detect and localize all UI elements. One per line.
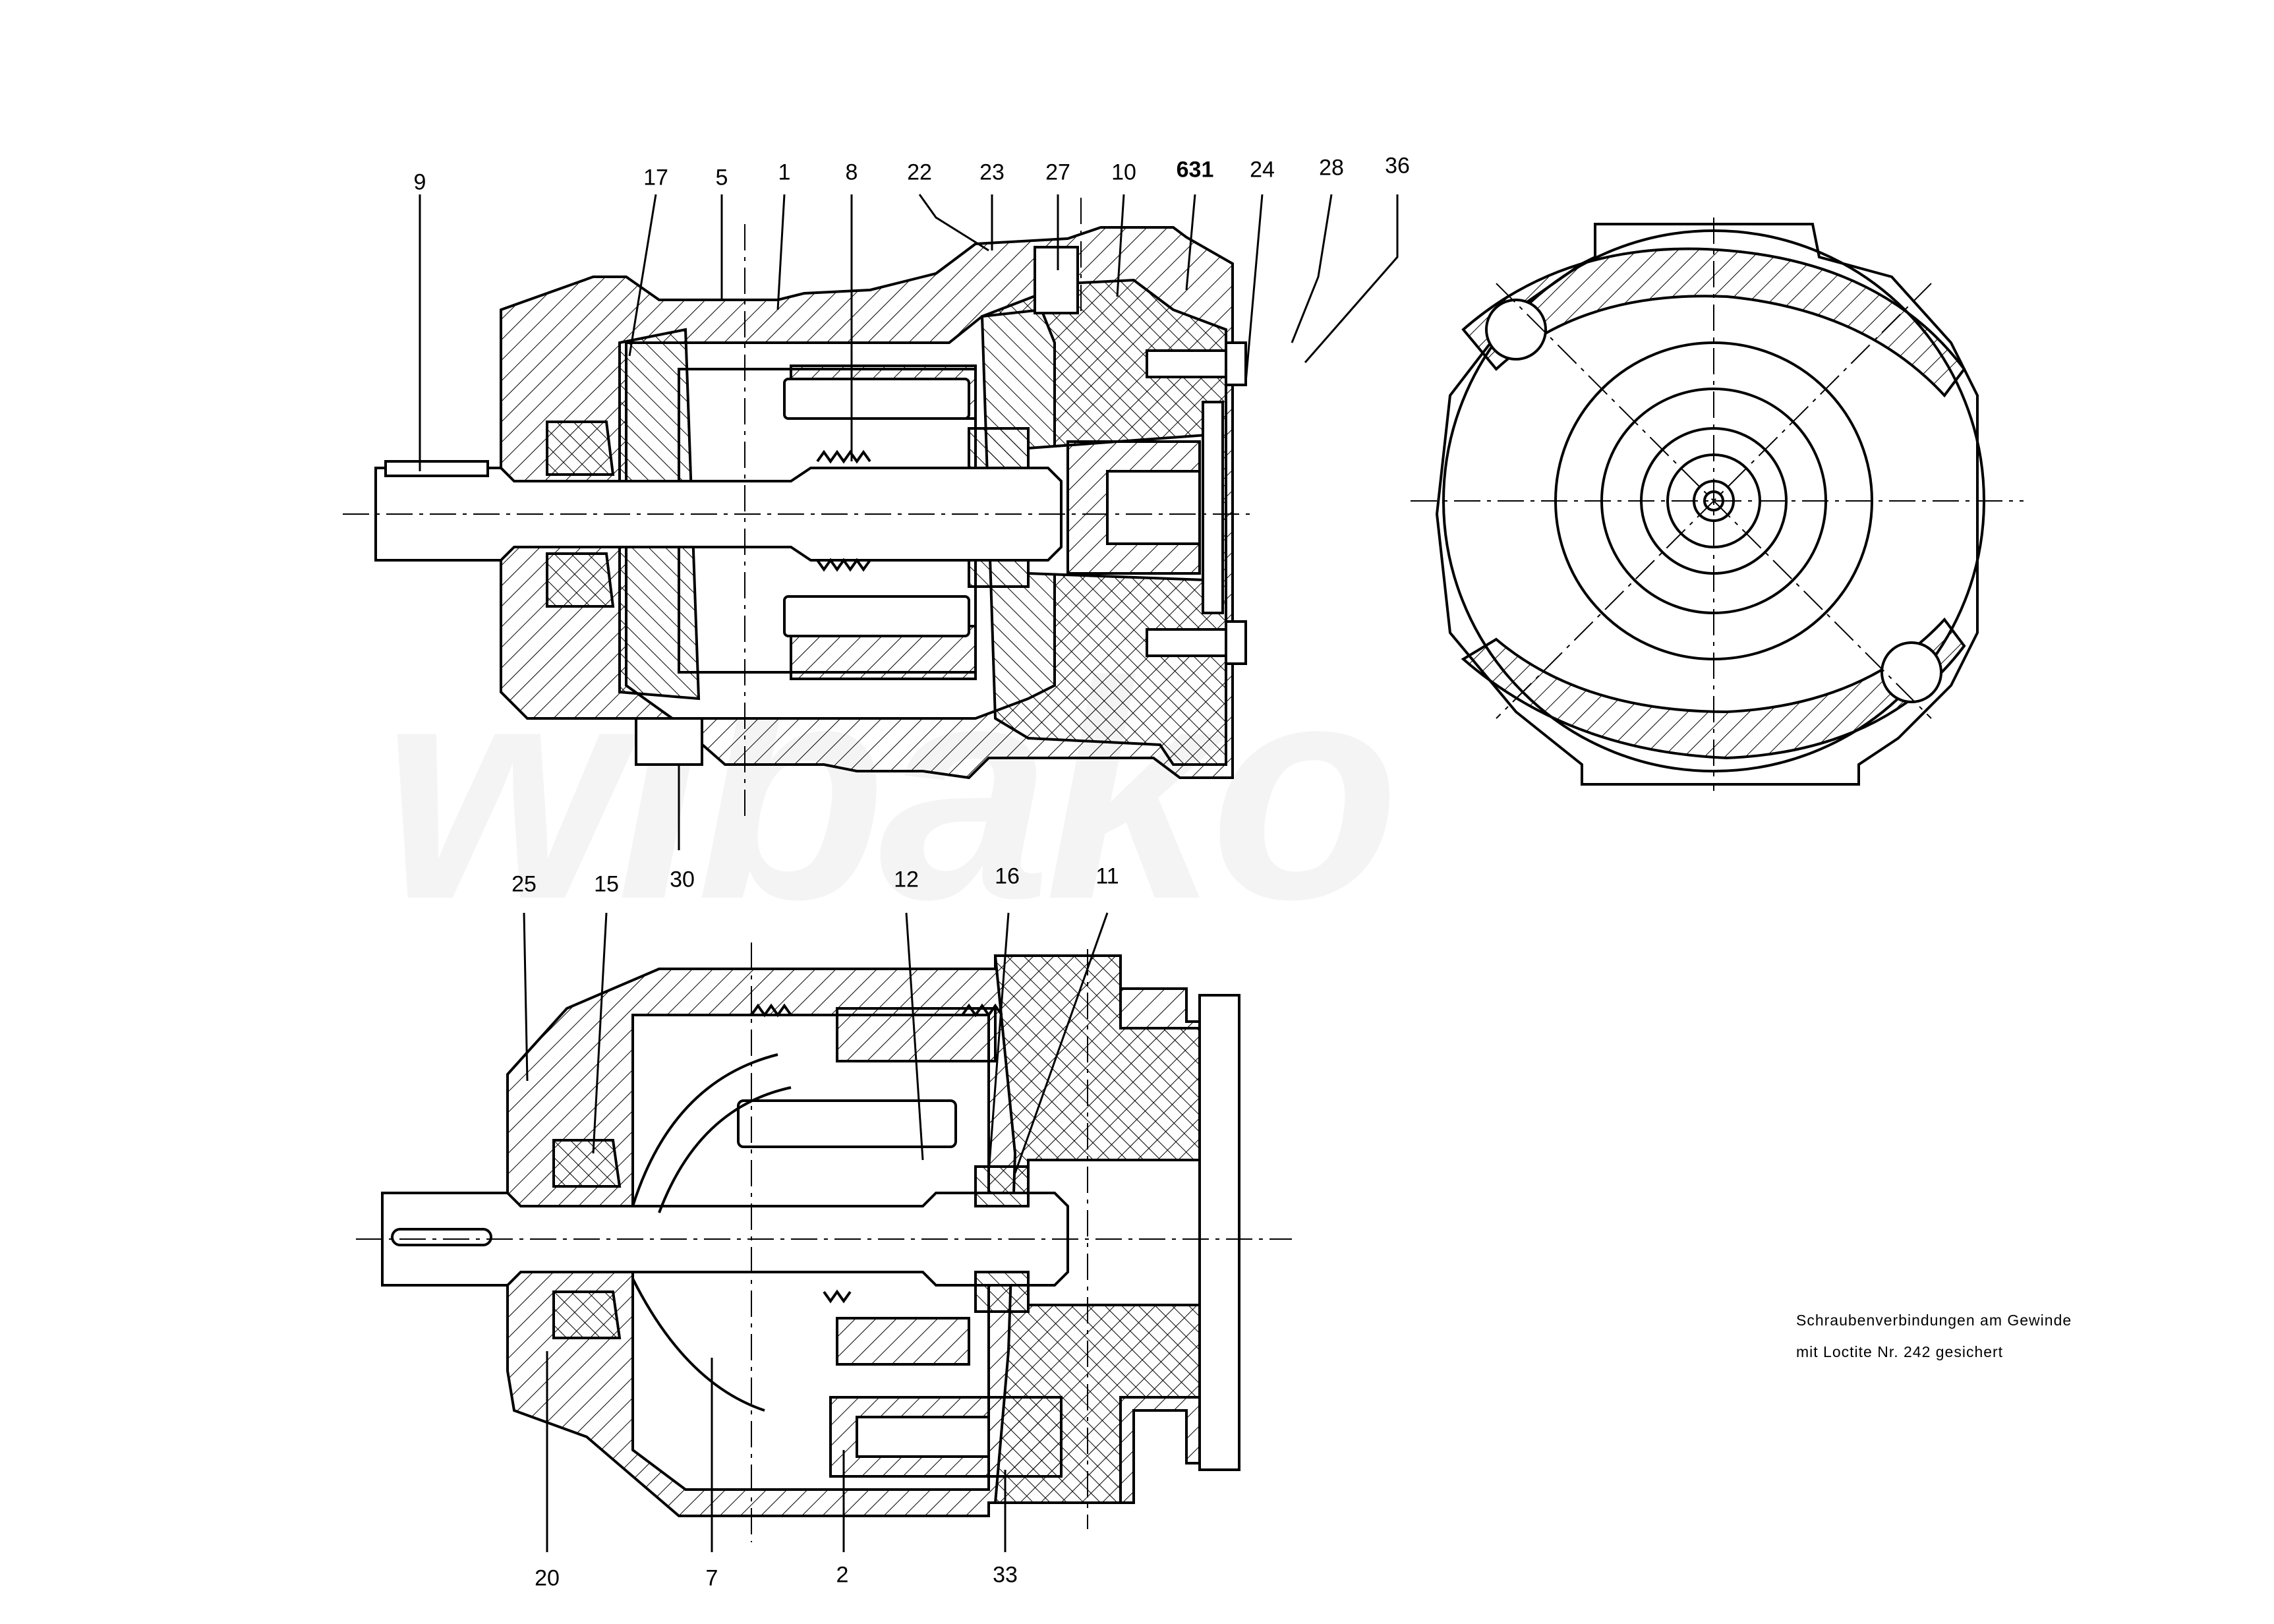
callout-17: 17 bbox=[643, 165, 668, 190]
callout-22: 22 bbox=[907, 160, 932, 185]
callout-36: 36 bbox=[1385, 153, 1410, 179]
callout-33: 33 bbox=[993, 1562, 1018, 1588]
note-line-2: mit Loctite Nr. 242 gesichert bbox=[1796, 1343, 2004, 1360]
callout-9: 9 bbox=[413, 169, 426, 195]
callout-7: 7 bbox=[705, 1565, 718, 1591]
callout-2: 2 bbox=[836, 1562, 849, 1588]
callout-24: 24 bbox=[1250, 157, 1275, 183]
callout-15: 15 bbox=[594, 871, 619, 897]
bottom-section-view bbox=[381, 954, 1240, 1517]
leader-lines bbox=[419, 194, 1399, 1552]
callout-30: 30 bbox=[670, 867, 695, 892]
callout-11: 11 bbox=[1095, 863, 1119, 889]
top-section-view bbox=[374, 226, 1247, 780]
callout-8: 8 bbox=[845, 160, 858, 185]
callout-12: 12 bbox=[894, 867, 919, 892]
note-line-1: Schraubenverbindungen am Gewinde bbox=[1796, 1312, 2072, 1329]
callout-23: 23 bbox=[979, 160, 1005, 185]
top-centerlines bbox=[343, 198, 1252, 817]
callout-631: 631 bbox=[1176, 157, 1214, 183]
bottom-centerlines bbox=[356, 942, 1292, 1542]
callout-1: 1 bbox=[778, 160, 791, 185]
callout-28: 28 bbox=[1319, 155, 1344, 181]
callout-25: 25 bbox=[511, 871, 537, 897]
callout-5: 5 bbox=[715, 165, 728, 190]
callout-16: 16 bbox=[995, 863, 1020, 889]
callout-27: 27 bbox=[1045, 160, 1070, 185]
callout-20: 20 bbox=[535, 1565, 560, 1591]
end-view-centerlines bbox=[1411, 218, 2024, 791]
callout-10: 10 bbox=[1111, 160, 1136, 185]
